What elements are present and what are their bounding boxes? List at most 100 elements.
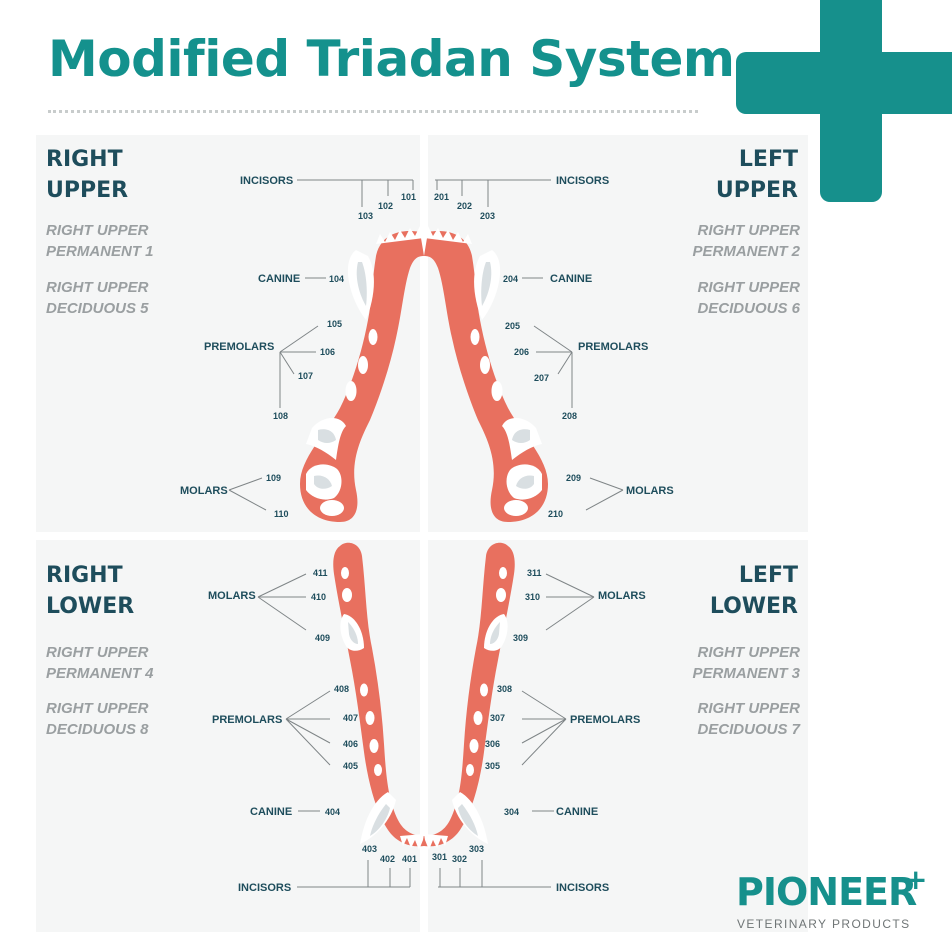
tooth-number: 207 — [534, 373, 549, 383]
premolars-label-lower-right: PREMOLARS — [212, 714, 282, 726]
sub-line: PERMANENT 2 — [692, 243, 800, 260]
tooth-number: 105 — [327, 319, 342, 329]
quadrant-left-upper-deciduous: RIGHT UPPER DECIDUOUS 6 — [640, 277, 800, 319]
incisors-label-lower-left: INCISORS — [556, 882, 609, 894]
tooth-number: 401 — [402, 854, 417, 864]
quadrant-left-upper-permanent: RIGHT UPPER PERMANENT 2 — [640, 220, 800, 262]
heading-line-1: LEFT — [738, 147, 798, 172]
sub-line: PERMANENT 4 — [46, 665, 154, 682]
tooth-number: 306 — [485, 739, 500, 749]
heading-line-2: UPPER — [715, 178, 798, 203]
incisors-label-upper-right: INCISORS — [240, 175, 293, 187]
tooth-number: 104 — [329, 274, 344, 284]
quadrant-right-lower-heading: RIGHT LOWER — [46, 560, 134, 622]
heading-line-1: LEFT — [738, 563, 798, 588]
lower-right-arch — [333, 542, 424, 850]
plus-cross-icon-vertical — [820, 0, 882, 202]
heading-line-1: RIGHT — [46, 147, 123, 172]
tooth-number: 107 — [298, 371, 313, 381]
tooth-number: 206 — [514, 347, 529, 357]
sub-line: DECIDUOUS 6 — [697, 300, 800, 317]
tooth-number: 108 — [273, 411, 288, 421]
tooth-number: 208 — [562, 411, 577, 421]
tooth-number: 311 — [527, 568, 542, 578]
tooth-number: 308 — [497, 684, 512, 694]
upper-left-arch — [424, 226, 548, 522]
canine-label-upper-left: CANINE — [550, 273, 592, 285]
sub-line: RIGHT UPPER — [697, 644, 800, 661]
tooth-number: 309 — [513, 633, 528, 643]
canine-label-upper-right: CANINE — [258, 273, 300, 285]
tooth-number: 110 — [274, 509, 289, 519]
tooth-number: 205 — [505, 321, 520, 331]
tooth-number: 209 — [566, 473, 581, 483]
tooth-number: 302 — [452, 854, 467, 864]
tooth-number: 203 — [480, 211, 495, 221]
tooth-number: 101 — [401, 192, 416, 202]
sub-line: RIGHT UPPER — [46, 222, 149, 239]
tooth-number: 106 — [320, 347, 335, 357]
premolars-label-upper-right: PREMOLARS — [204, 341, 274, 353]
tooth-number: 202 — [457, 201, 472, 211]
tooth-number: 103 — [358, 211, 373, 221]
sub-line: RIGHT UPPER — [697, 279, 800, 296]
sub-line: RIGHT UPPER — [46, 644, 149, 661]
dotted-divider — [48, 110, 698, 113]
tooth-number: 304 — [504, 807, 519, 817]
leader-lines — [228, 179, 624, 888]
premolars-label-upper-left: PREMOLARS — [578, 341, 648, 353]
sub-line: DECIDUOUS 8 — [46, 721, 149, 738]
heading-line-2: LOWER — [709, 594, 798, 619]
tooth-number: 406 — [343, 739, 358, 749]
tooth-number: 210 — [548, 509, 563, 519]
tooth-number: 403 — [362, 844, 377, 854]
molars-label-lower-left: MOLARS — [598, 590, 646, 602]
tooth-number: 301 — [432, 852, 447, 862]
incisors-label-upper-left: INCISORS — [556, 175, 609, 187]
quadrant-left-lower-heading: LEFT LOWER — [640, 560, 798, 622]
pioneer-logo: PIONEER — [736, 870, 917, 914]
quadrant-left-lower-permanent: RIGHT UPPER PERMANENT 3 — [640, 642, 800, 684]
quadrant-right-lower-deciduous: RIGHT UPPER DECIDUOUS 8 — [46, 698, 149, 740]
molars-label-upper-right: MOLARS — [180, 485, 228, 497]
quadrant-left-upper-heading: LEFT UPPER — [640, 144, 798, 206]
sub-line: RIGHT UPPER — [46, 700, 149, 717]
tooth-number: 204 — [503, 274, 518, 284]
quadrant-right-lower-permanent: RIGHT UPPER PERMANENT 4 — [46, 642, 154, 684]
canine-label-lower-left: CANINE — [556, 806, 598, 818]
tooth-number: 201 — [434, 192, 449, 202]
molars-label-upper-left: MOLARS — [626, 485, 674, 497]
tooth-number: 404 — [325, 807, 340, 817]
horizontal-separator — [36, 532, 808, 540]
quadrant-right-upper-permanent: RIGHT UPPER PERMANENT 1 — [46, 220, 154, 262]
quadrant-right-upper-deciduous: RIGHT UPPER DECIDUOUS 5 — [46, 277, 149, 319]
tooth-number: 407 — [343, 713, 358, 723]
tooth-number: 305 — [485, 761, 500, 771]
canine-label-lower-right: CANINE — [250, 806, 292, 818]
tooth-number: 410 — [311, 592, 326, 602]
sub-line: RIGHT UPPER — [697, 700, 800, 717]
tooth-number: 102 — [378, 201, 393, 211]
tooth-number: 408 — [334, 684, 349, 694]
quadrant-right-upper-heading: RIGHT UPPER — [46, 144, 128, 206]
sub-line: DECIDUOUS 7 — [697, 721, 800, 738]
upper-right-arch — [300, 226, 424, 522]
tooth-number: 405 — [343, 761, 358, 771]
quadrant-left-lower-deciduous: RIGHT UPPER DECIDUOUS 7 — [640, 698, 800, 740]
sub-line: DECIDUOUS 5 — [46, 300, 149, 317]
sub-line: RIGHT UPPER — [46, 279, 149, 296]
page-title: Modified Triadan System — [48, 30, 735, 88]
sub-line: RIGHT UPPER — [697, 222, 800, 239]
logo-plus-icon: + — [904, 863, 928, 896]
tooth-number: 109 — [266, 473, 281, 483]
tooth-number: 307 — [490, 713, 505, 723]
tooth-number: 303 — [469, 844, 484, 854]
heading-line-2: LOWER — [46, 594, 135, 619]
tooth-number: 402 — [380, 854, 395, 864]
sub-line: PERMANENT 1 — [46, 243, 154, 260]
logo-tagline: VETERINARY PRODUCTS — [737, 917, 911, 931]
tooth-number: 411 — [313, 568, 328, 578]
premolars-label-lower-left: PREMOLARS — [570, 714, 640, 726]
molars-label-lower-right: MOLARS — [208, 590, 256, 602]
